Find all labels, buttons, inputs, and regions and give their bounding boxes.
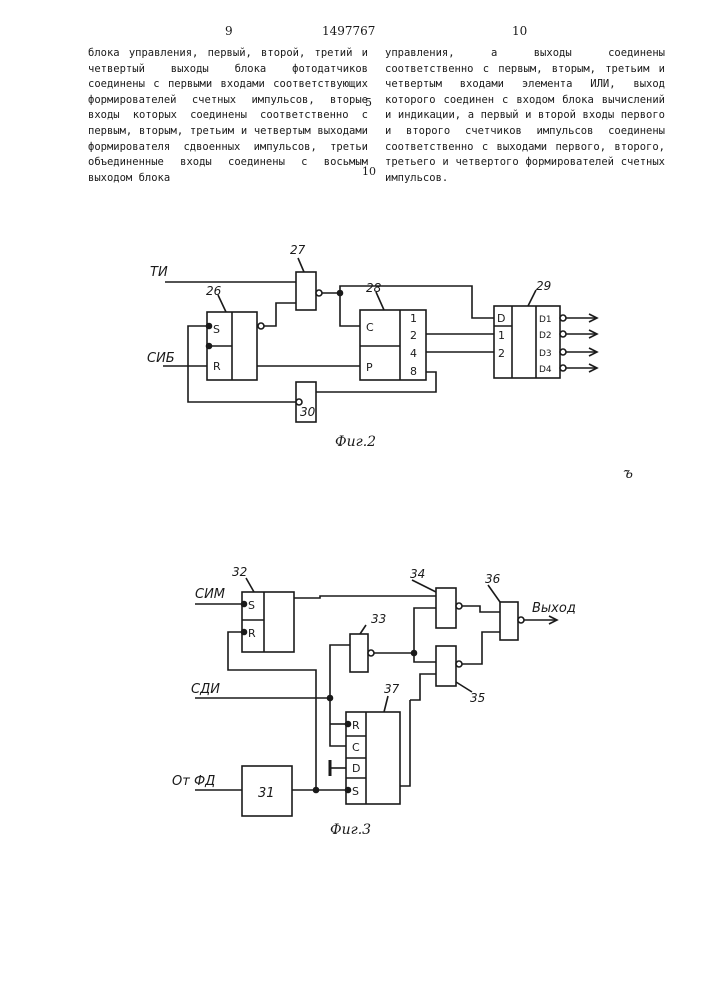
ref-32: 32: [232, 565, 247, 579]
ref-31: 31: [258, 786, 275, 801]
label-from-fd: От ФД: [172, 774, 215, 789]
figure-3-caption: Фиг.3: [330, 822, 371, 838]
pin-32-r: R: [248, 627, 256, 640]
ref-36: 36: [485, 572, 501, 586]
label-sim: СИМ: [195, 587, 225, 602]
label-sdi: СДИ: [191, 682, 220, 697]
pin-37-s: S: [352, 785, 359, 798]
pin-32-s: S: [248, 599, 255, 612]
ref-34: 34: [410, 567, 425, 581]
gate-35: [436, 646, 456, 686]
ref-33: 33: [371, 612, 386, 626]
ref-37: 37: [384, 682, 400, 696]
pin-37-d: D: [352, 762, 360, 775]
ref-35: 35: [470, 691, 485, 705]
pin-37-r: R: [352, 719, 360, 732]
label-output: Выход: [532, 601, 576, 616]
gate-33: [350, 634, 368, 672]
gate-36: [500, 602, 518, 640]
pin-37-c: C: [352, 741, 360, 754]
gate-34: [436, 588, 456, 628]
